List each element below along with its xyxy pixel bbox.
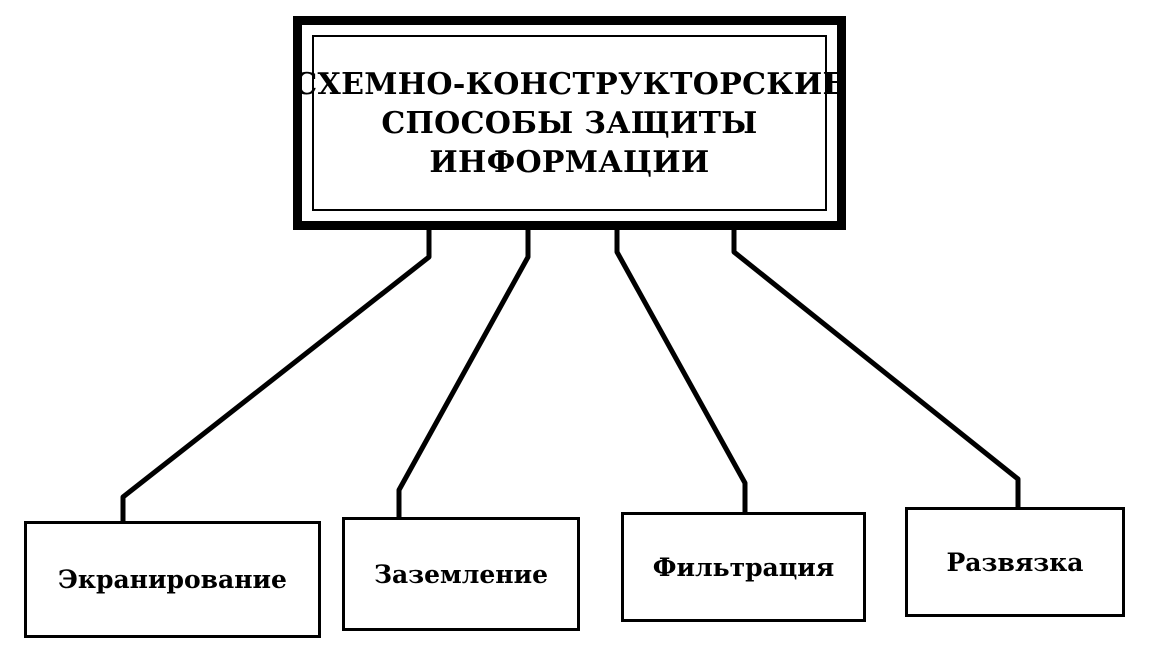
node-filtratsiya: Фильтрация <box>621 512 866 622</box>
node-ekranirovanie: Экранирование <box>24 521 321 638</box>
root-node: СХЕМНО-КОНСТРУКТОРСКИЕ СПОСОБЫ ЗАЩИТЫ ИН… <box>293 16 846 230</box>
node-zazemlenie-label: Заземление <box>373 559 549 589</box>
root-node-inner-frame: СХЕМНО-КОНСТРУКТОРСКИЕ СПОСОБЫ ЗАЩИТЫ ИН… <box>293 35 845 211</box>
connector-filtratsiya <box>614 229 748 514</box>
node-zazemlenie: Заземление <box>342 517 580 631</box>
root-title-line-1: СХЕМНО-КОНСТРУКТОРСКИЕ <box>293 66 846 102</box>
node-filtratsiya-label: Фильтрация <box>652 552 835 582</box>
connector-ekranirovanie <box>120 229 432 523</box>
node-razvyazka: Развязка <box>905 507 1125 617</box>
connector-zazemlenie <box>396 229 531 519</box>
connector-razvyazka <box>731 229 1021 509</box>
node-ekranirovanie-label: Экранирование <box>58 565 287 594</box>
root-title-line-2: СПОСОБЫ ЗАЩИТЫ <box>381 105 758 141</box>
node-razvyazka-label: Развязка <box>946 547 1084 577</box>
root-title-line-3: ИНФОРМАЦИИ <box>429 144 710 180</box>
